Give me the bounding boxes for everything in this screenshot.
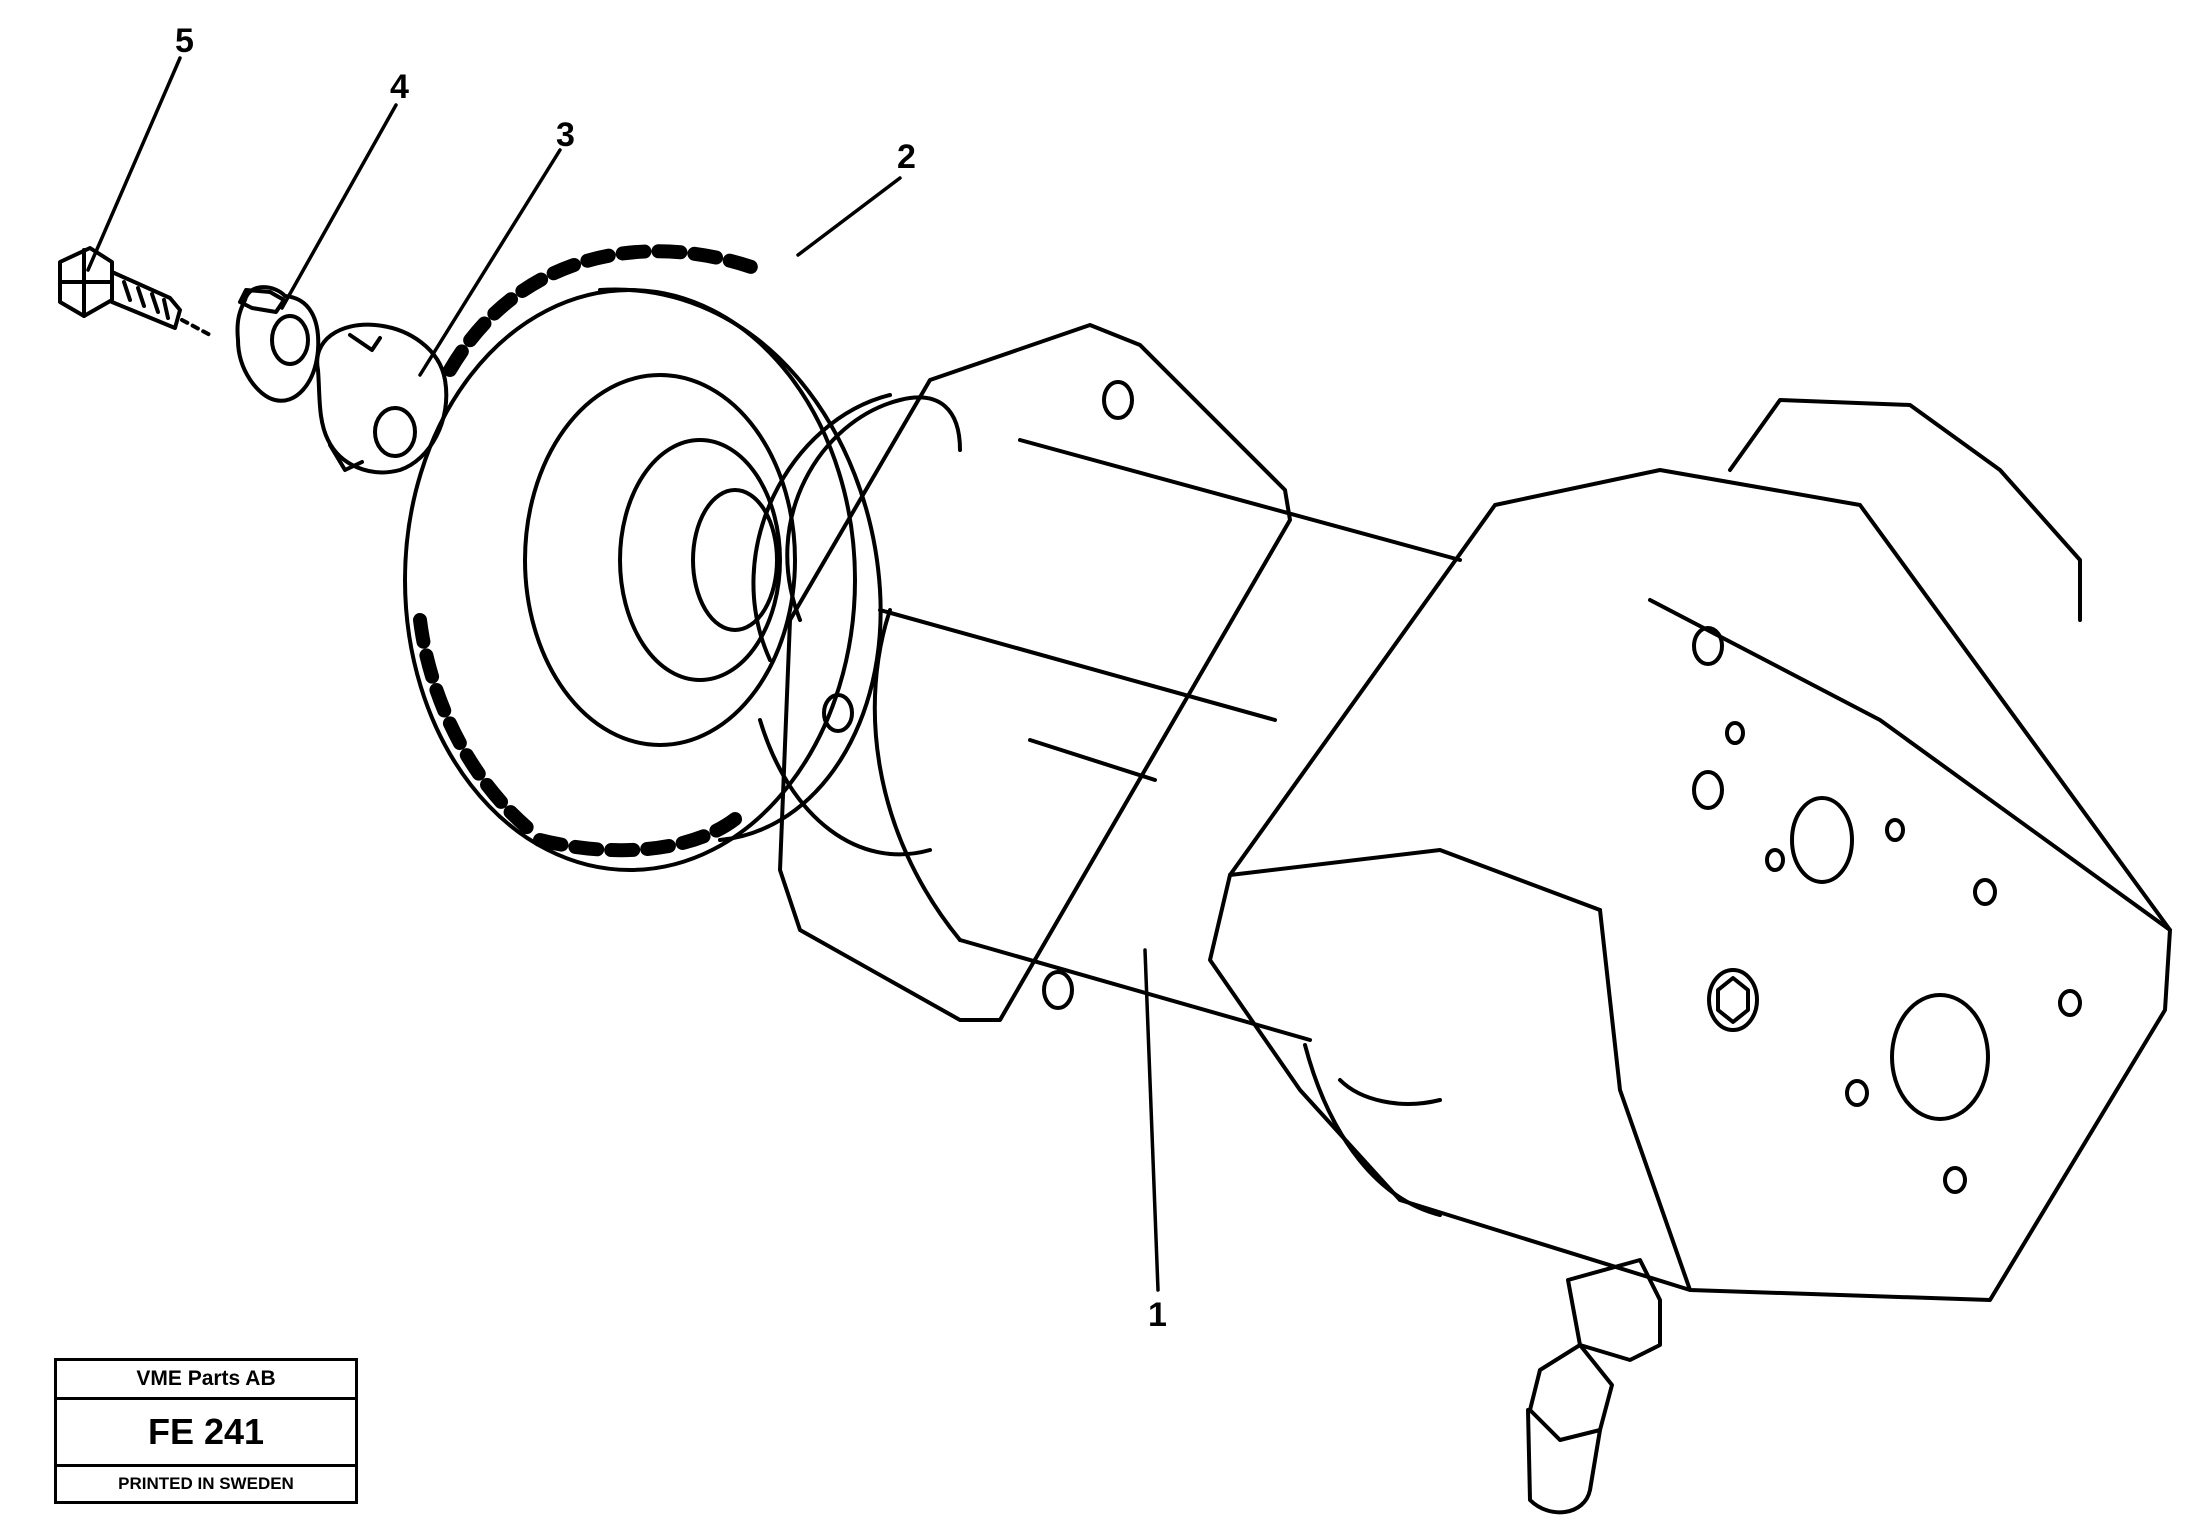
leader-line-3 (418, 148, 562, 377)
leader-line-5 (86, 56, 182, 272)
callout-number-5: 5 (175, 22, 194, 60)
title-block: VME Parts AB FE 241 PRINTED IN SWEDEN (54, 1358, 358, 1504)
print-origin: PRINTED IN SWEDEN (118, 1474, 294, 1493)
bolt-part (58, 246, 214, 338)
callout-number-4: 4 (390, 68, 409, 106)
compressor-housing-part (751, 323, 2172, 1515)
drive-gear-part (403, 244, 883, 872)
leader-line-1 (1143, 948, 1160, 1292)
company-name: VME Parts AB (57, 1361, 355, 1400)
callout-number-1: 1 (1148, 1296, 1167, 1334)
leader-lines (86, 56, 1160, 1292)
drawing-code: FE 241 (57, 1400, 355, 1467)
callout-number-3: 3 (556, 116, 575, 154)
callout-number-2: 2 (897, 138, 916, 176)
lock-washer-part (235, 285, 321, 403)
leader-line-4 (280, 103, 398, 310)
leader-line-2 (796, 176, 902, 257)
